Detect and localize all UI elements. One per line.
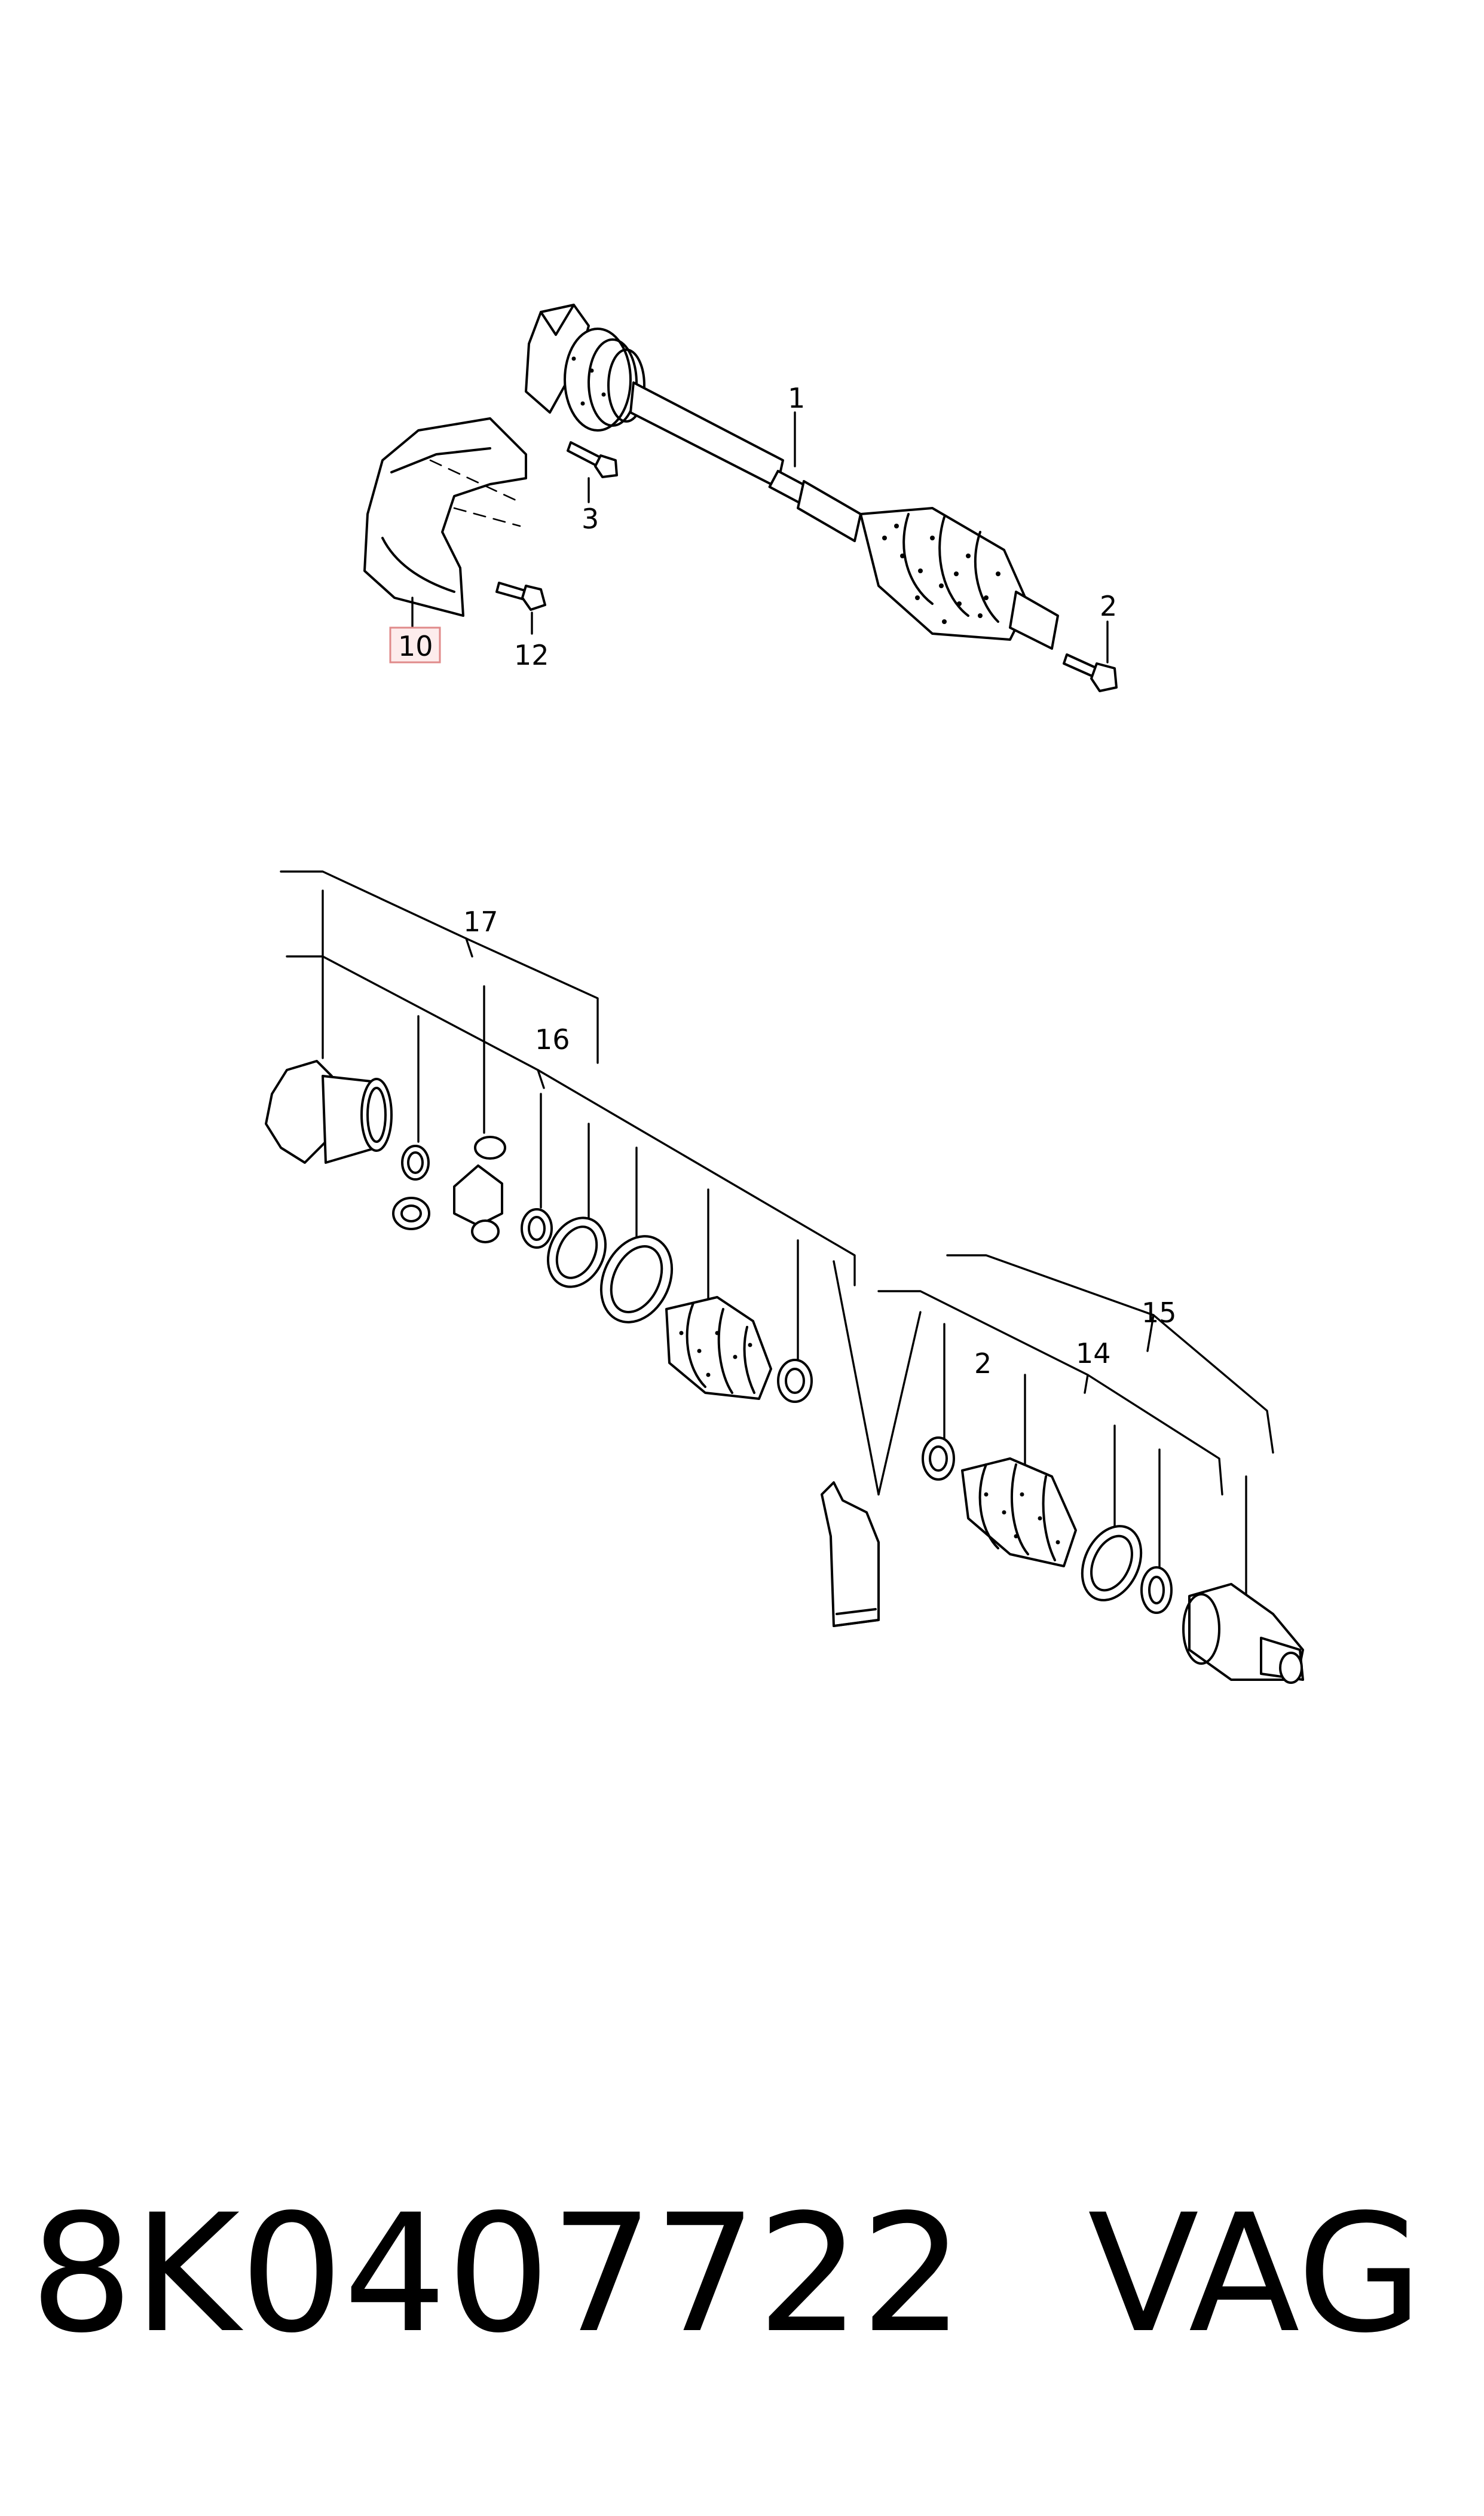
callout-2b: 2 <box>974 1347 992 1380</box>
spider-and-rings <box>392 1136 553 1249</box>
bolt-part-2 <box>1063 653 1118 692</box>
heat-shield-part-10 <box>363 417 527 617</box>
inner-joint-housing <box>265 1060 393 1164</box>
inner-boot <box>665 1296 772 1400</box>
callout-10: 10 <box>398 630 433 662</box>
part-number: 8K0407722 <box>30 2180 964 2369</box>
callout-14: 14 <box>1076 1337 1111 1369</box>
callout-16: 16 <box>535 1023 570 1056</box>
drive-shaft-assembly <box>525 304 1059 650</box>
callout-2: 2 <box>1100 590 1117 622</box>
top-leader-lines <box>411 411 1109 664</box>
callout-17: 17 <box>463 906 498 938</box>
callout-12: 12 <box>514 639 549 671</box>
bolt-part-3 <box>567 441 618 478</box>
outer-boot <box>961 1457 1077 1567</box>
highlight-box-part-10 <box>389 626 441 664</box>
bolt-part-12 <box>495 582 546 611</box>
boot-dots-bottom <box>679 1331 1060 1545</box>
callout-labels: 1 3 2 10 12 17 16 15 2 14 <box>398 382 1177 1380</box>
clamp-rings <box>546 1216 1173 1614</box>
callout-3: 3 <box>582 503 599 535</box>
brand-name: VAG <box>1088 2180 1423 2369</box>
bottom-leader-lines <box>322 889 1247 1615</box>
callout-15: 15 <box>1142 1297 1177 1329</box>
footer-caption: 8K0407722 VAG <box>30 2176 1464 2373</box>
outer-cv-joint <box>1182 1583 1304 1684</box>
boot-texture-dots <box>571 356 1000 624</box>
callout-1: 1 <box>788 382 805 414</box>
group-brackets <box>280 870 1274 1496</box>
grease-tube <box>821 1481 880 1627</box>
